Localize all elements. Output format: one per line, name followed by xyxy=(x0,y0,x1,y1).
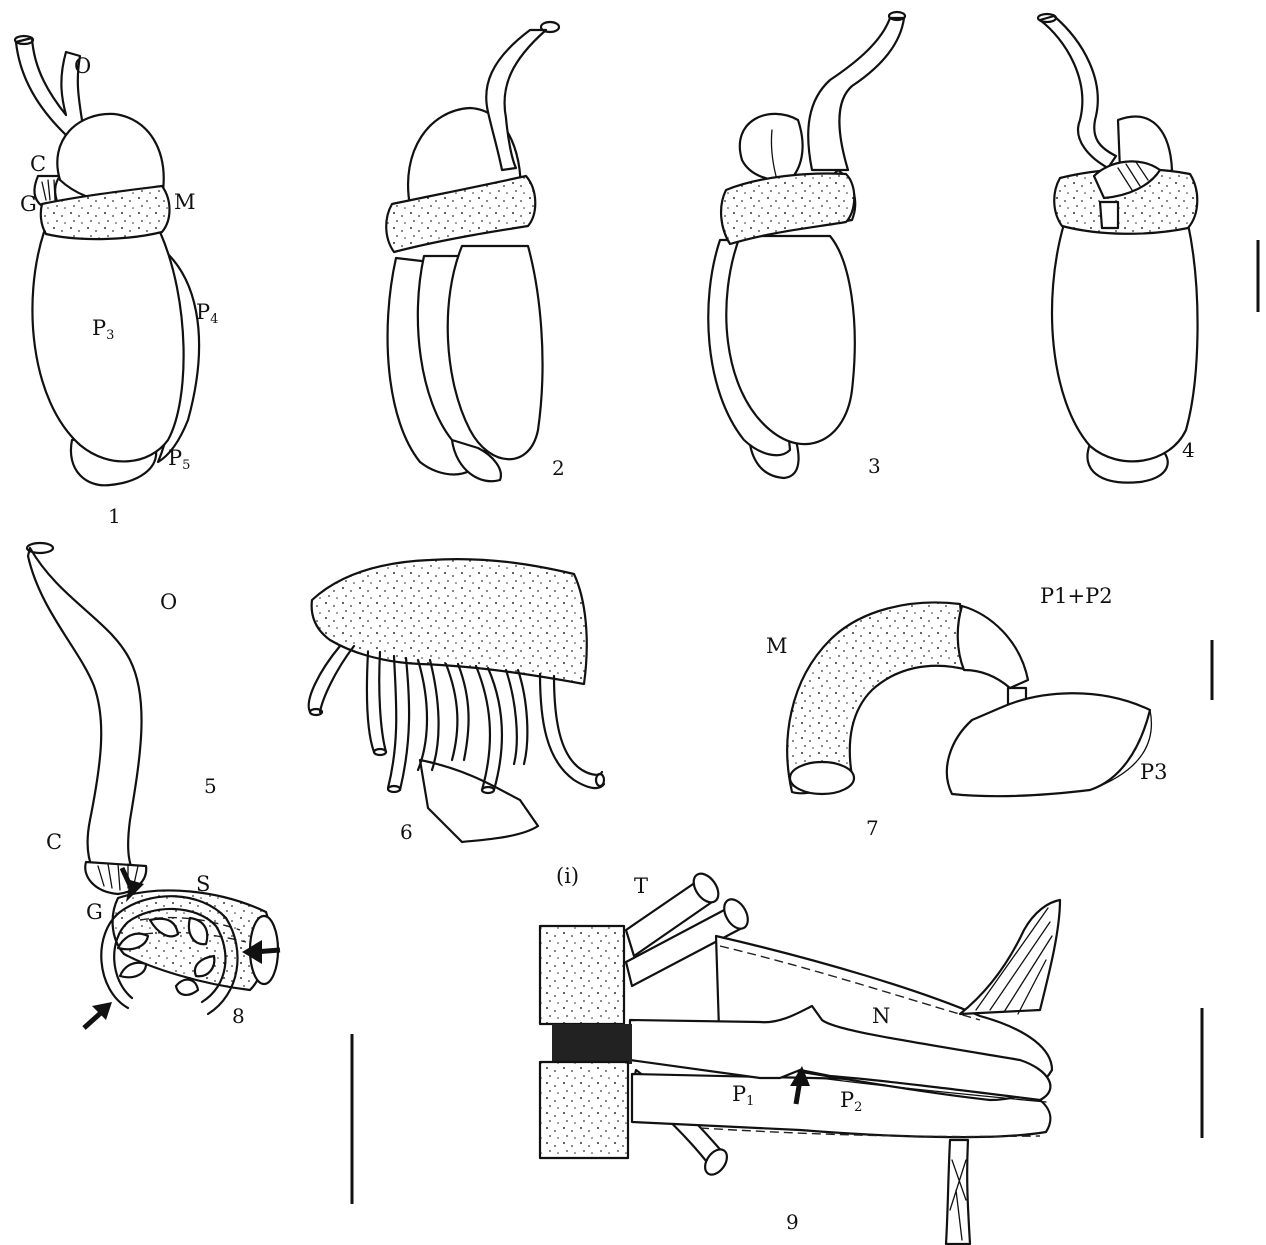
fig7-label-P1P2: P1+P2 xyxy=(1040,586,1113,607)
fig2-number: 2 xyxy=(552,458,565,478)
fig5-label-C: C xyxy=(46,832,62,853)
fig8-number: 8 xyxy=(232,1006,245,1026)
fig1-number: 1 xyxy=(108,506,121,526)
fig9-drawing xyxy=(540,869,1060,1244)
fig8-fold-6 xyxy=(176,980,198,995)
fig5-label-G: G xyxy=(86,902,103,923)
fig1-muscular-band xyxy=(41,186,170,239)
fig4-main-chamber xyxy=(1052,224,1198,461)
fig7-label-P3: P3 xyxy=(1140,762,1168,783)
fig5-label-S: S xyxy=(196,874,210,895)
fig7-chamber-p3 xyxy=(947,693,1150,796)
fig1-lobe-p3 xyxy=(32,232,183,461)
fig4-drawing xyxy=(1038,14,1198,483)
fig1-oesophagus xyxy=(16,38,84,138)
fig9-tendon-upper xyxy=(960,900,1060,1014)
fig7-drawing xyxy=(787,603,1151,797)
fig1-label-O: O xyxy=(74,56,91,77)
fig6-drawing xyxy=(309,559,604,842)
fig1-label-P3: P3 xyxy=(92,318,114,342)
fig6-membrane xyxy=(420,760,538,842)
fig9-label-N: N xyxy=(872,1006,890,1027)
fig9-label-i: (i) xyxy=(556,866,579,887)
fig9-tendon-lower xyxy=(946,1140,970,1244)
fig3-muscular-band xyxy=(721,174,854,244)
fig9-dark-band xyxy=(552,1024,632,1064)
fig6-muscular-band xyxy=(312,559,587,684)
fig1-label-P4: P4 xyxy=(196,302,218,326)
fig9-number: 9 xyxy=(786,1212,799,1232)
fig7-band-end xyxy=(790,762,854,794)
fig1-drawing xyxy=(15,36,199,485)
fig4-sphincter-stub xyxy=(1100,202,1118,228)
fig7-number: 7 xyxy=(866,818,879,838)
fig1-label-C: C xyxy=(30,154,46,175)
fig5-label-O: O xyxy=(160,592,177,613)
fig2-drawing xyxy=(386,22,559,481)
fig2-oesophagus-opening xyxy=(541,22,559,32)
fig9-band-lower xyxy=(540,1062,628,1158)
arrow-icon xyxy=(84,1002,112,1028)
fig3-drawing xyxy=(708,12,905,478)
fig3-oesophagus xyxy=(808,18,904,170)
fig1-label-P5: P5 xyxy=(168,448,190,472)
fig1-label-M: M xyxy=(174,192,196,213)
fig1-label-G: G xyxy=(20,194,37,215)
fig9-label-P1: P1 xyxy=(732,1084,754,1108)
fig7-chamber-p1p2 xyxy=(958,606,1028,688)
fig9-label-P2: P2 xyxy=(840,1090,862,1114)
fig5-number: 5 xyxy=(204,776,217,796)
fig9-label-T: T xyxy=(634,876,648,897)
fig3-number: 3 xyxy=(868,456,881,476)
fig7-label-M: M xyxy=(766,636,788,657)
fig6-number: 6 xyxy=(400,822,413,842)
fig4-oesophagus xyxy=(1040,16,1116,168)
fig9-band-upper xyxy=(540,926,624,1024)
fig8-fold-5 xyxy=(120,963,146,978)
fig4-number: 4 xyxy=(1182,440,1195,460)
